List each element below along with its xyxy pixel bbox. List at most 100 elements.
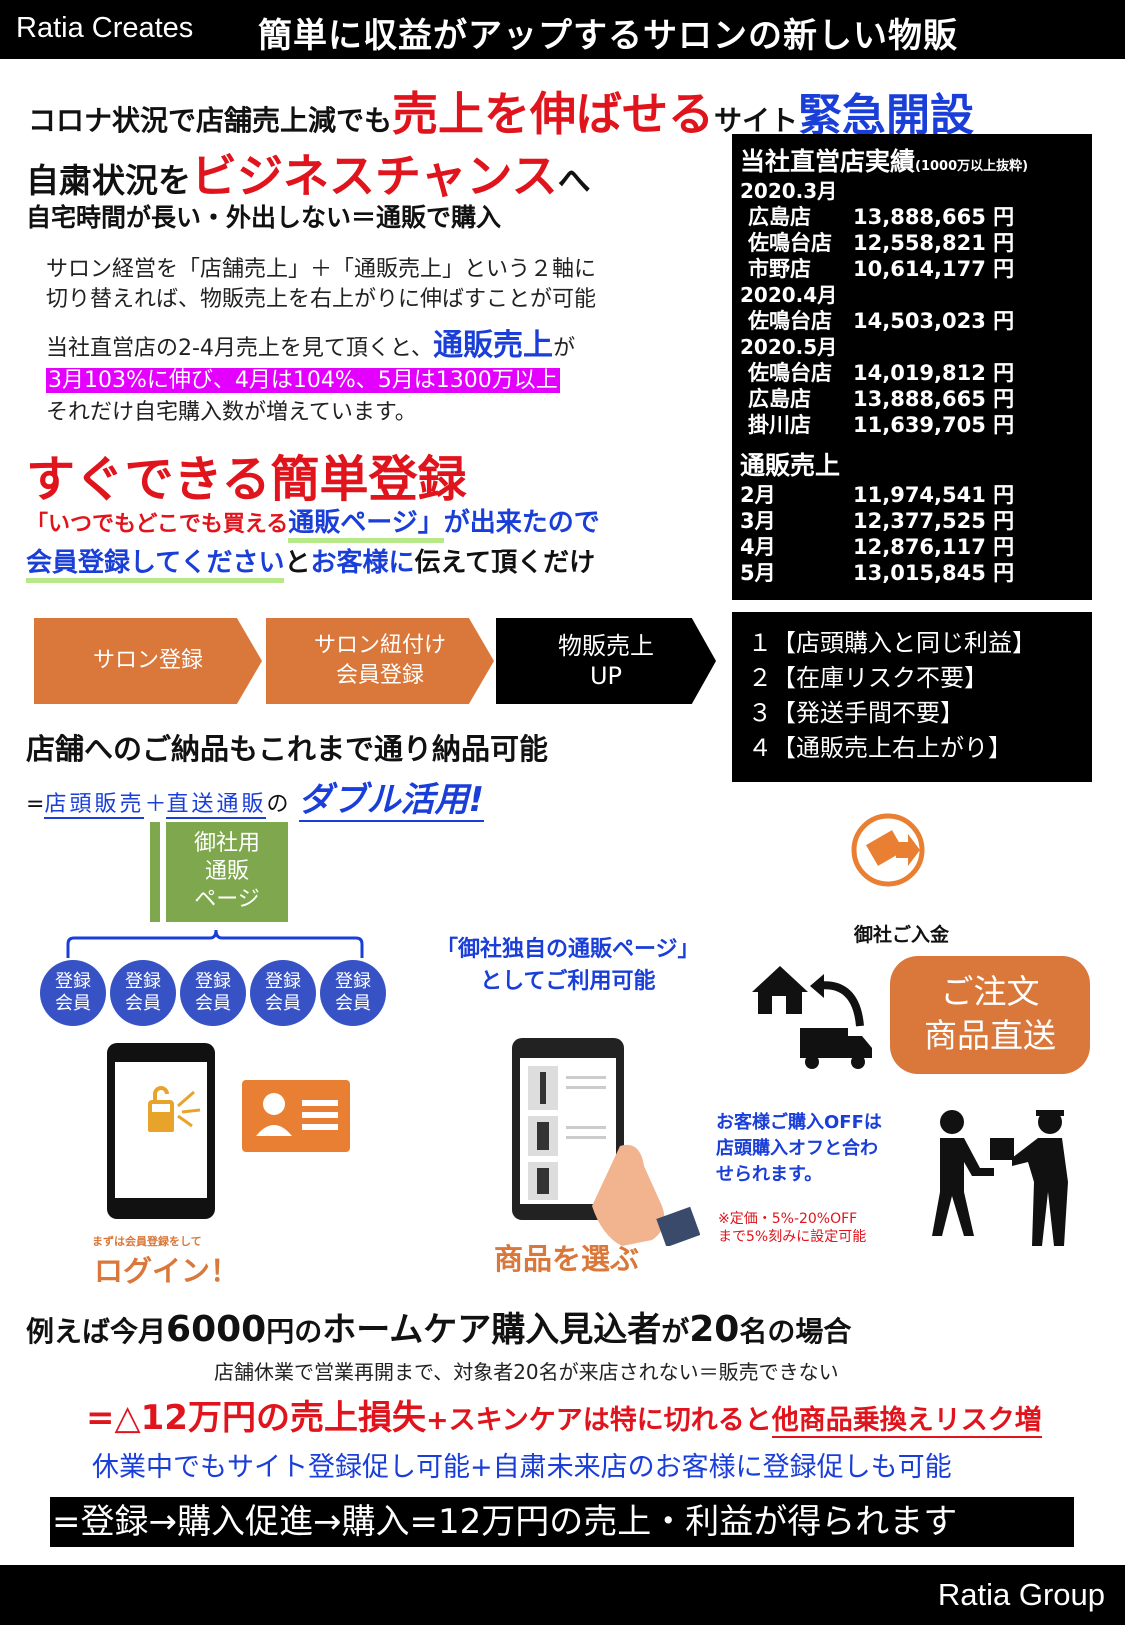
online-row: 4月 12,876,117 円 bbox=[740, 534, 1092, 560]
store-name: 広島店 bbox=[748, 205, 811, 229]
s2-l2a: 会員登録してください bbox=[26, 548, 285, 583]
discount-note: ※定価・5%-20%OFF まで5%刻みに設定可能 bbox=[718, 1210, 866, 1246]
benefit-item: ３【発送手間不要】 bbox=[748, 699, 964, 727]
callout-original-shop: 「御社独自の通販ページ」 としてご利用可能 bbox=[436, 934, 700, 998]
store-name: 佐鳴台店 bbox=[748, 231, 832, 255]
month-label: 2020.3月 bbox=[740, 179, 838, 203]
results-title-text: 当社直営店実績 bbox=[740, 147, 916, 176]
results-title-note: (1000万以上抜粋) bbox=[915, 159, 1029, 174]
result-row: 佐鳴台店 12,558,821 円 bbox=[740, 230, 1092, 256]
p2-link: 通販売上 bbox=[433, 328, 554, 363]
p2-pre: 当社直営店の2-4月売上を見て頂くと、 bbox=[46, 336, 434, 361]
member-circle: 登録会員 bbox=[110, 960, 176, 1026]
section3-title: 店舗へのご納品もこれまで通り納品可能 bbox=[26, 732, 549, 766]
page-title: 簡単に収益がアップするサロンの新しい物販 bbox=[258, 16, 958, 56]
store-name: 佐鳴台店 bbox=[748, 309, 832, 333]
order-line2: 商品直送 bbox=[924, 1016, 1056, 1055]
benefit-item: ４【通販売上右上がり】 bbox=[748, 734, 1012, 762]
s1-post: へ bbox=[557, 161, 591, 200]
headline: コロナ状況で店舗売上減でも売上を伸ばせるサイト緊急開設 bbox=[28, 78, 974, 144]
member-l1: 登録 bbox=[265, 971, 301, 992]
loss-risk: 他商品乗換えリスク増 bbox=[771, 1405, 1042, 1438]
handover-people-icon bbox=[932, 1110, 1068, 1246]
member-l2: 会員 bbox=[195, 993, 231, 1014]
section1-subtitle: 自宅時間が長い・外出しない＝通販で購入 bbox=[26, 203, 502, 232]
benefit-item: ２【在庫リスク不要】 bbox=[748, 664, 988, 692]
top-banner: Ratia Creates 簡単に収益がアップするサロンの新しい物販 bbox=[0, 0, 1125, 59]
headline-red: 売上を伸ばせる bbox=[392, 87, 715, 141]
login-label: ログイン！ bbox=[94, 1254, 240, 1288]
order-line1: ご注文 bbox=[940, 972, 1040, 1011]
callout-line2: としてご利用可能 bbox=[480, 969, 656, 994]
flow-step1-label: サロン登録 bbox=[92, 648, 203, 673]
shop-page-line3: ページ bbox=[194, 887, 260, 912]
online-amount: 13,015,845 円 bbox=[853, 561, 1015, 585]
member-l2: 会員 bbox=[125, 993, 161, 1014]
member-l2: 会員 bbox=[55, 993, 91, 1014]
online-month: 2月 bbox=[740, 483, 776, 507]
member-l1: 登録 bbox=[55, 971, 91, 992]
shop-page-box: 御社用 通販 ページ bbox=[160, 822, 288, 922]
loss-line: =△12万円の売上損失+スキンケアは特に切れると他商品乗換えリスク増 bbox=[86, 1390, 1042, 1439]
payment-icon bbox=[851, 813, 925, 887]
home-delivery-icon bbox=[752, 966, 872, 1069]
store-name: 掛川店 bbox=[748, 413, 811, 437]
s3-plus: ＋ bbox=[144, 792, 167, 817]
shop-page-line2: 通販 bbox=[204, 859, 249, 884]
s4-a: 例えば今月 bbox=[26, 1315, 167, 1348]
flow-step2-line1: サロン紐付け bbox=[313, 633, 446, 658]
store-name: 佐鳴台店 bbox=[748, 361, 832, 385]
example-title: 例えば今月6000円のホームケア購入見込者が20名の場合 bbox=[26, 1302, 851, 1351]
store-amount: 14,503,023 円 bbox=[853, 309, 1015, 333]
headline-pre: コロナ状況で店舗売上減でも bbox=[28, 104, 393, 137]
online-amount: 12,377,525 円 bbox=[853, 509, 1015, 533]
s3-eq: = bbox=[26, 792, 45, 817]
note-line2: まで5%刻みに設定可能 bbox=[718, 1229, 867, 1245]
phone-select-icon bbox=[512, 1038, 700, 1246]
s3-store-sales: 店頭販売 bbox=[44, 792, 145, 819]
s4-n2: 20 bbox=[689, 1309, 740, 1350]
phone-unlock-icon bbox=[107, 1043, 350, 1219]
order-direct-badge: ご注文 商品直送 bbox=[890, 956, 1090, 1074]
member-l1: 登録 bbox=[335, 971, 371, 992]
s1-red: ビジネスチャンス bbox=[191, 149, 558, 203]
month-label: 2020.5月 bbox=[740, 335, 838, 359]
store-amount: 11,639,705 円 bbox=[853, 413, 1015, 437]
headline-blue: 緊急開設 bbox=[798, 90, 975, 141]
s3-direct-sales: 直送通販 bbox=[166, 792, 267, 819]
p1-line2: 切り替えれば、物販売上を右上がりに伸ばすことが可能 bbox=[46, 287, 597, 312]
flow-step-salon-register: サロン登録 bbox=[34, 618, 262, 704]
footer: Ratia Group bbox=[0, 1565, 1125, 1625]
payment-label: 御社ご入金 bbox=[854, 924, 950, 946]
p1-line1: サロン経営を「店舗売上」＋「通販売上」という２軸に bbox=[46, 257, 597, 282]
flow-step3-line1: 物販売上 bbox=[558, 632, 654, 660]
online-amount: 11,974,541 円 bbox=[853, 483, 1015, 507]
store-amount: 12,558,821 円 bbox=[853, 231, 1015, 255]
results-title: 当社直営店実績(1000万以上抜粋) bbox=[740, 142, 1092, 178]
section2-title: すぐできる簡単登録 bbox=[26, 451, 467, 508]
member-l2: 会員 bbox=[335, 993, 371, 1014]
store-name: 市野店 bbox=[748, 257, 811, 281]
store-name: 広島店 bbox=[748, 387, 811, 411]
month-label: 2020.4月 bbox=[740, 283, 838, 307]
s2-l2d: 伝えて頂くだけ bbox=[414, 548, 596, 578]
bracket-icon bbox=[66, 929, 364, 958]
flow-step3-line2: UP bbox=[589, 662, 623, 690]
online-month: 4月 bbox=[740, 535, 776, 559]
section1-title: 自粛状況をビジネスチャンスへ bbox=[26, 140, 591, 206]
s4-b: 円の bbox=[266, 1315, 323, 1348]
off-line3: せられます。 bbox=[716, 1164, 823, 1185]
off-line1: お客様ご購入OFFは bbox=[716, 1112, 882, 1133]
s4-n1: 6000 bbox=[166, 1309, 267, 1350]
s2-l1a: 「いつでもどこでも買える bbox=[26, 512, 289, 537]
s4-c: ホームケア購入見込者 bbox=[322, 1310, 662, 1350]
off-line2: 店頭購入オフと合わ bbox=[716, 1138, 878, 1159]
section3-subtitle: =店頭販売＋直送通販の ダブル活用! bbox=[26, 772, 485, 822]
s3-double: ダブル活用! bbox=[298, 780, 485, 822]
online-amount: 12,876,117 円 bbox=[853, 535, 1015, 559]
p2-line3: それだけ自宅購入数が増えています。 bbox=[46, 400, 417, 425]
